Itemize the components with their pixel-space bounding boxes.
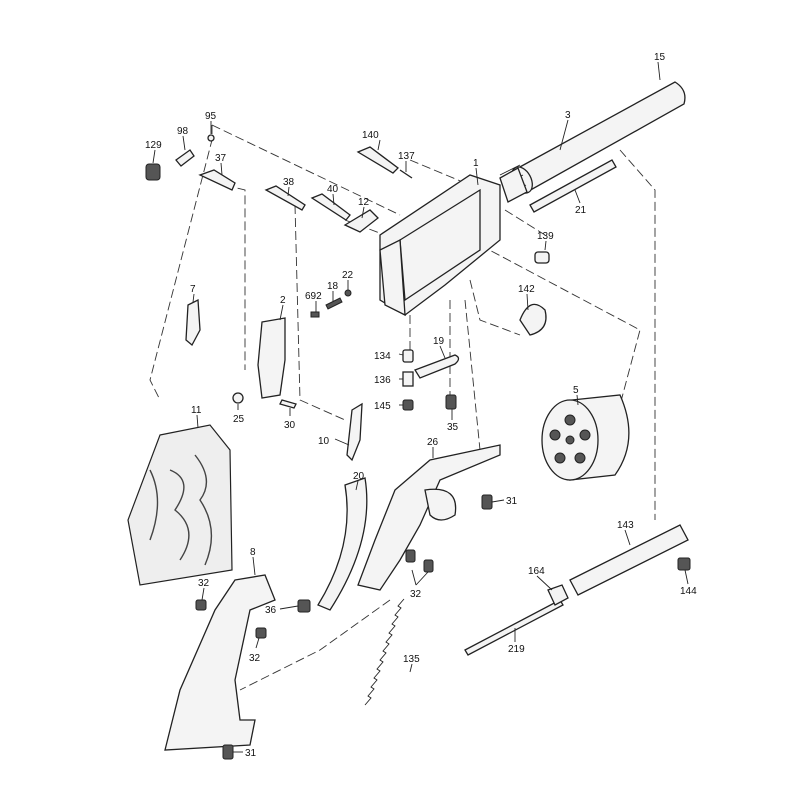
base-pin-219: [464, 599, 564, 656]
label-36: 36: [265, 605, 277, 616]
part-139: [534, 251, 550, 264]
label-15: 15: [654, 52, 666, 63]
trigger: [346, 402, 363, 462]
pin-30: [279, 399, 297, 409]
part-129: [145, 163, 161, 181]
label-135: 135: [403, 654, 420, 665]
label-10: 10: [318, 436, 330, 447]
label-40: 40: [327, 184, 339, 195]
label-38: 38: [283, 177, 295, 188]
label-692: 692: [305, 291, 322, 302]
cylinder: [541, 394, 630, 481]
ejector-housing: [569, 524, 689, 596]
label-35: 35: [447, 422, 459, 433]
screw-32-guard-a: [405, 549, 416, 563]
screw-38: [264, 185, 306, 211]
part-25: [232, 392, 244, 404]
label-129: 129: [145, 140, 162, 151]
hammer: [257, 317, 286, 399]
screw-36: [297, 599, 311, 613]
label-137: 137: [398, 151, 415, 162]
trigger-guard: [357, 444, 501, 591]
label-26: 26: [427, 437, 439, 448]
mainspring: [317, 477, 368, 611]
screw-32-backstrap: [195, 599, 207, 611]
label-11: 11: [191, 405, 202, 416]
label-2: 2: [280, 295, 286, 306]
label-31: 31: [245, 748, 257, 759]
label-12: 12: [358, 197, 370, 208]
screw-140: [356, 146, 399, 174]
part-145: [402, 399, 414, 411]
frame: [379, 174, 501, 317]
screw-31-bottom: [222, 744, 234, 760]
part-95: [207, 134, 215, 142]
label-164: 164: [528, 566, 545, 577]
label-7: 7: [190, 284, 196, 295]
screw-32-strap: [255, 627, 267, 639]
label-140: 140: [362, 130, 379, 141]
part-142: [519, 303, 547, 336]
spring-137: [399, 169, 413, 179]
part-164: [547, 584, 569, 606]
part-7: [185, 298, 201, 347]
grip-panel: [127, 424, 233, 586]
leader-lines: [152, 61, 689, 753]
label-219: 219: [508, 644, 525, 655]
label-32: 32: [249, 653, 261, 664]
part-98: [175, 149, 195, 167]
label-32: 32: [198, 578, 210, 589]
part-labels: 15 3 1 140 137 95 98 129 37 38 40 12 21 …: [145, 52, 697, 759]
label-1: 1: [473, 158, 479, 169]
label-144: 144: [680, 586, 697, 597]
label-136: 136: [374, 375, 391, 386]
label-19: 19: [433, 336, 445, 347]
label-31: 31: [506, 496, 518, 507]
label-32: 32: [410, 589, 422, 600]
label-143: 143: [617, 520, 634, 531]
label-25: 25: [233, 414, 245, 425]
label-20: 20: [353, 471, 365, 482]
part-134: [402, 349, 414, 363]
loading-lever-rod: [529, 159, 617, 213]
label-139: 139: [537, 231, 554, 242]
spring-18: [325, 297, 343, 310]
label-3: 3: [565, 110, 571, 121]
label-8: 8: [250, 547, 256, 558]
label-37: 37: [215, 153, 227, 164]
label-98: 98: [177, 126, 189, 137]
part-144: [677, 557, 691, 571]
screw-37: [198, 169, 236, 191]
label-142: 142: [518, 284, 535, 295]
spring-135: [364, 598, 405, 706]
label-95: 95: [205, 111, 217, 122]
screw-40: [310, 193, 351, 221]
label-18: 18: [327, 281, 339, 292]
screw-31-guard: [481, 494, 493, 510]
label-21: 21: [575, 205, 587, 216]
screw-32-guard-b: [423, 559, 434, 573]
part-692: [310, 311, 320, 318]
label-145: 145: [374, 401, 391, 412]
spring-136: [402, 371, 414, 387]
spring-19: [414, 354, 460, 379]
label-5: 5: [573, 385, 579, 396]
part-12: [343, 209, 379, 233]
label-134: 134: [374, 351, 391, 362]
barrel: [499, 81, 686, 203]
backstrap: [164, 574, 276, 751]
screw-35: [445, 394, 457, 410]
label-30: 30: [284, 420, 296, 431]
label-22: 22: [342, 270, 354, 281]
part-22: [344, 289, 352, 297]
